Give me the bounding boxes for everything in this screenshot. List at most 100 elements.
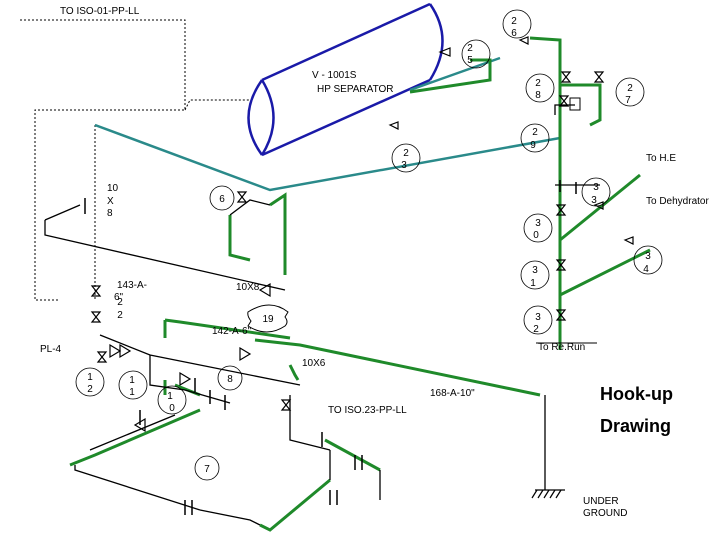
callout-23-line1: 2 [403,148,409,159]
callout-8: 8 [217,365,243,391]
callout-32-line2: 2 [533,324,539,335]
callout-31-line1: 3 [532,265,538,276]
callout-22: 2 2 [117,297,123,321]
callout-27: 2 7 [615,77,645,107]
cloud-callout-19 [247,304,289,333]
callout-25-line2: 5 [467,55,473,66]
valve-icon [388,121,399,130]
callout-11: 1 1 [118,370,148,400]
callout-6-text: 6 [219,194,225,205]
pl4-label: PL-4 [40,344,62,355]
valve-icon [236,191,248,203]
valve-icon [280,399,292,411]
underground-label-2: GROUND [583,508,627,519]
valve-icon [518,36,529,45]
callout-12: 1 2 [75,367,105,397]
to-iso-01-label: TO ISO-01-PP-LL [60,6,140,17]
callout-7-text: 7 [204,464,210,475]
valve-icon [90,285,102,297]
teal-lines [94,56,561,192]
callout-34-line1: 3 [645,251,651,262]
callout-30: 3 0 [523,213,553,243]
callout-26-line1: 2 [511,16,517,27]
callout-23-line2: 3 [401,160,407,171]
title-line-1: Hook-up [600,384,673,404]
reducer-box [569,97,581,111]
valve-icon [555,204,567,216]
callout-32-line1: 3 [535,312,541,323]
callout-28-line1: 2 [535,78,541,89]
callout-23: 2 3 [391,143,421,173]
callout-10-line1: 1 [167,391,173,402]
valve-icon [179,371,192,387]
to-dehydrator-label: To Dehydrator [646,196,709,207]
callout-7: 7 [194,455,220,481]
reducer-10x8-left-2: X [107,196,114,207]
title-line-2: Drawing [600,416,671,436]
callout-31-line2: 1 [530,278,536,289]
callout-26: 2 6 [502,9,532,39]
line-143-size-label: 6" [114,292,124,303]
valve-icon [258,282,271,298]
valve-icon [119,343,132,359]
valve-icon [558,95,570,107]
callout-12-line1: 1 [87,372,93,383]
black-piping [44,104,600,526]
callout-25-line1: 2 [467,43,473,54]
valve-icon [623,236,634,245]
callout-25: 2 5 [461,39,491,69]
valve-icon [438,47,451,57]
valve-icon [555,309,567,321]
callout-33: 3 3 [581,177,611,207]
callout-29-line1: 2 [532,127,538,138]
to-rerun-label: To Re.Run [538,342,585,353]
green-piping [69,36,651,532]
callout-33-line1: 3 [593,182,599,193]
callout-29-line2: 9 [530,140,536,151]
callout-11-line1: 1 [129,375,135,386]
callout-22-line2: 2 [117,310,123,321]
callout-8-text: 8 [227,374,233,385]
valve-icon [239,346,252,362]
line-168-label: 168-A-10" [430,388,475,399]
flanges [84,180,577,515]
callout-10-line2: 0 [169,403,175,414]
callout-30-line2: 0 [533,230,539,241]
callout-19-text: 19 [262,314,274,325]
callout-31: 3 1 [520,260,550,290]
callout-27-line1: 2 [627,83,633,94]
reducer-10x8-left-3: 8 [107,208,113,219]
to-he-label: To H.E [646,153,676,164]
callout-34-line2: 4 [643,264,649,275]
valve-icon [96,351,108,363]
hp-separator-vessel [247,2,444,157]
line-143-label: 143-A- [117,280,147,291]
valve-icon [109,343,122,359]
vessel-name-label: HP SEPARATOR [317,84,394,95]
ground-icon [531,489,565,499]
reducer-10x6-label: 10X6 [302,358,326,369]
callout-30-line1: 3 [535,218,541,229]
callout-22-line1: 2 [117,297,123,308]
callout-33-line2: 3 [591,195,597,206]
valve-icon [90,311,102,323]
callout-11-line2: 1 [129,387,135,398]
callout-12-line2: 2 [87,384,93,395]
callout-10: 1 0 [157,385,187,415]
callout-26-line2: 6 [511,28,517,39]
callout-28-line2: 8 [535,90,541,101]
valve-icon [593,201,604,210]
reducer-10x8-left-1: 10 [107,183,119,194]
callout-6: 6 [209,185,235,211]
valve-icon [593,71,605,83]
callout-32: 3 2 [523,305,553,335]
callout-29: 2 9 [520,123,550,153]
callout-28: 2 8 [525,73,555,103]
callout-27-line2: 7 [625,95,631,106]
line-142-label: 142-A-6" [212,326,252,337]
callout-34: 3 4 [633,245,663,275]
valve-icon [560,71,572,83]
valve-icon [555,259,567,271]
reducer-10x8-label: 10X8 [236,282,260,293]
